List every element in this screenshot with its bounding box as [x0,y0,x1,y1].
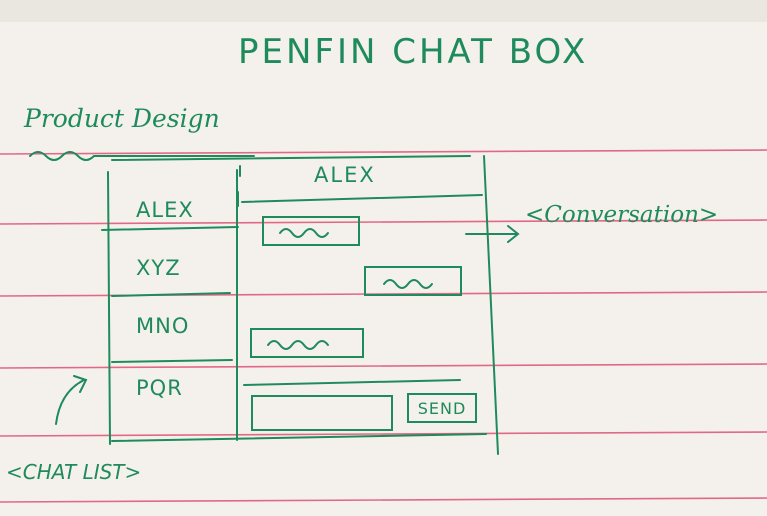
chat-list-item-mno[interactable]: MNO [136,314,190,338]
chat-list-left-border [107,171,111,445]
chat-list-item-xyz[interactable]: XYZ [136,256,181,280]
message-bubble-left [262,216,360,246]
message-bubble-right [364,266,462,296]
send-button[interactable]: SEND [407,393,477,423]
section-label: Product Design [24,104,220,133]
section-underline [29,151,255,161]
pqr-curved-arrow [55,375,88,425]
conversation-annotation: <Conversation> [525,202,719,228]
message-input[interactable] [251,395,393,431]
conversation-arrow [465,225,520,243]
message-bubble-left [250,328,364,358]
chat-list-item-pqr[interactable]: PQR [136,376,183,400]
chat-list-item-alex[interactable]: ALEX [136,198,194,222]
conversation-right-border [483,155,499,455]
page-title: PENFIN CHAT BOX [238,32,589,72]
chat-list-annotation: <CHAT LIST> [6,460,142,484]
conversation-header: ALEX [314,163,376,187]
